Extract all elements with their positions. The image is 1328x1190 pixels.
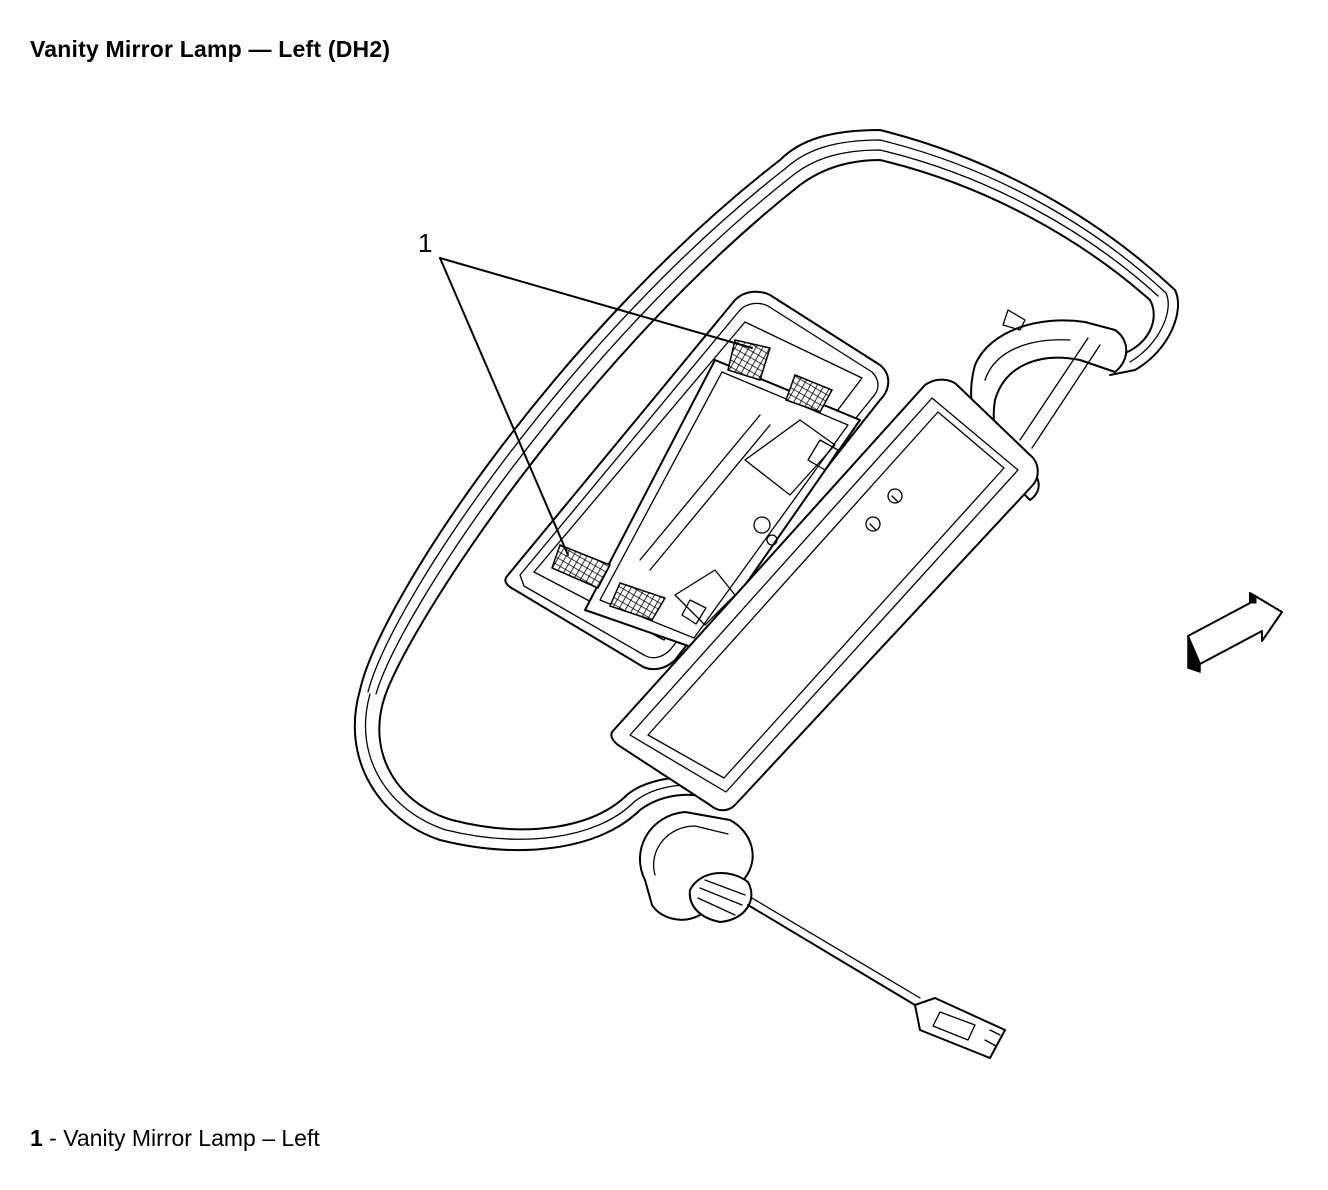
lamp-wire-lead [747,897,921,1006]
sun-visor-body [353,129,1180,851]
callout-1-number: 1 [418,228,432,258]
mirror-cover-flap [610,378,1039,812]
mirror-lamp-housing [504,290,890,671]
callout-1-leaders [439,257,753,556]
legend-item-label: Vanity Mirror Lamp – Left [63,1125,320,1151]
legend-item-number: 1 [30,1125,43,1151]
page-title: Vanity Mirror Lamp — Left (DH2) [30,36,391,62]
vanity-mirror-lamp-left [551,339,834,621]
legend: 1 - Vanity Mirror Lamp – Left [30,1125,320,1152]
legend-item-separator: - [42,1125,64,1151]
electrical-connector [914,997,1006,1059]
front-direction-arrow-icon [1187,592,1283,674]
visor-pivot-plug [639,811,754,923]
